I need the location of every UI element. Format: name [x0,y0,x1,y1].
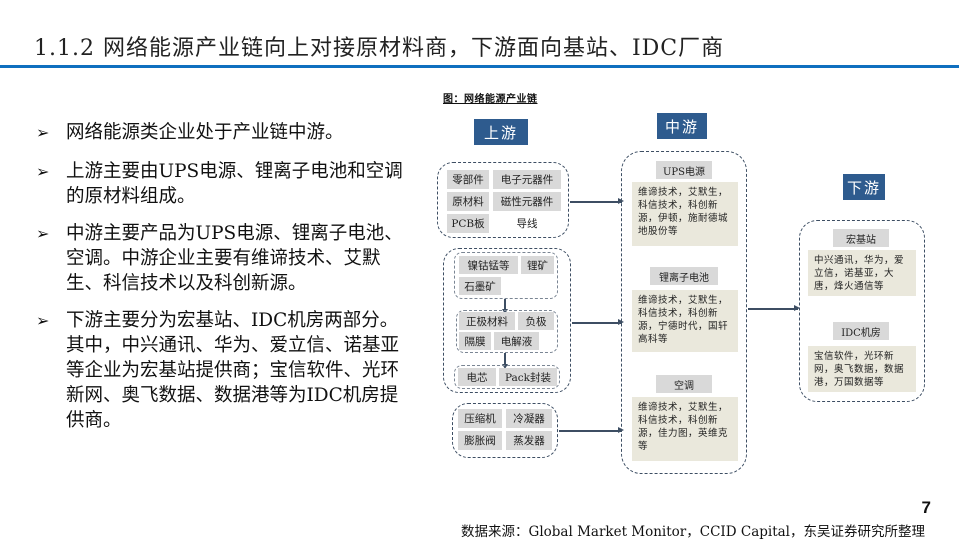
customer-type: 宏基站 [833,229,889,247]
component-chip: 电解液 [494,332,539,350]
component-chip: Pack封装 [499,368,557,386]
component-chip: 锂矿 [521,256,554,274]
raw-materials-group [454,252,558,299]
component-chip: 冷凝器 [506,409,552,428]
bullet-text: 网络能源类企业处于产业链中游。 [66,122,344,143]
product-companies: 维谛技术，艾默生，科信技术，科创新源，宁德时代，国轩高科等 [632,290,738,352]
product-companies: 维谛技术，艾默生，科信技术，科创新源，佳力图，英维克等 [632,397,738,461]
bullet-text: 中游主要产品为UPS电源、锂离子电池、空调。中游企业主要有维谛技术、艾默生、科信… [66,223,403,294]
bullet-list: ➢ 网络能源类企业处于产业链中游。 ➢ 上游主要由UPS电源、锂离子电池和空调的… [36,120,416,445]
connector-line [559,430,622,432]
connector-line [570,201,622,203]
component-chip: 电芯 [458,368,496,386]
arrow-bullet-icon: ➢ [36,311,50,330]
bullet-item: ➢ 上游主要由UPS电源、锂离子电池和空调的原材料组成。 [36,159,416,209]
arrow-bullet-icon: ➢ [36,123,50,142]
title-divider [0,65,959,68]
battery-materials-group [456,310,558,353]
component-chip: 压缩机 [458,409,502,428]
connector-line [504,353,506,365]
component-chip: 石墨矿 [459,277,501,295]
upstream-label: 上游 [474,119,528,145]
product-name: 锂离子电池 [650,267,718,285]
upstream-ac-group [452,403,558,458]
component-chip: 膨胀阀 [458,431,502,450]
page-number: 7 [921,498,931,517]
product-name: 空调 [656,375,712,393]
customer-companies: 宝信软件，光环新网，奥飞数据，数据港，万国数据等 [808,346,916,392]
downstream-label: 下游 [843,174,885,200]
cell-group [454,365,560,389]
bullet-item: ➢ 网络能源类企业处于产业链中游。 [36,120,416,145]
product-companies: 维谛技术，艾默生，科信技术，科创新源，伊顿，施耐德城地股份等 [632,182,738,246]
component-chip: 正极材料 [459,312,515,330]
figure-caption: 图：网络能源产业链 [443,94,538,105]
bullet-text: 上游主要由UPS电源、锂离子电池和空调的原材料组成。 [66,161,403,207]
component-chip: 电子元器件 [493,170,561,189]
arrow-bullet-icon: ➢ [36,224,50,243]
component-chip: 隔膜 [459,332,491,350]
connector-line [504,299,506,311]
component-chip: 原材料 [447,192,489,211]
component-chip: 镍钴锰等 [459,256,518,274]
midstream-label: 中游 [657,113,707,139]
arrow-right-icon [794,305,800,311]
arrow-bullet-icon: ➢ [36,162,50,181]
upstream-battery-group [443,248,571,393]
component-chip: 蒸发器 [506,431,552,450]
component-chip: 负极 [518,312,554,330]
component-chip: 导线 [516,218,538,230]
bullet-text: 下游主要分为宏基站、IDC机房两部分。其中，中兴通讯、华为、爱立信、诺基亚等企业… [66,310,400,431]
bullet-item: ➢ 中游主要产品为UPS电源、锂离子电池、空调。中游企业主要有维谛技术、艾默生、… [36,221,416,296]
connector-line [572,322,622,324]
slide-title: 1.1.2 网络能源产业链向上对接原材料商，下游面向基站、IDC厂商 [34,36,725,61]
arrow-down-icon [502,309,508,314]
component-chip: PCB板 [447,214,489,233]
data-source: 数据来源：Global Market Monitor，CCID Capital，… [461,524,925,539]
midstream-group [621,151,747,474]
component-chip: 零部件 [447,170,489,189]
arrow-down-icon [502,364,508,369]
downstream-group [799,220,925,402]
product-name: UPS电源 [656,161,712,179]
connector-line [748,308,798,310]
bullet-item: ➢ 下游主要分为宏基站、IDC机房两部分。其中，中兴通讯、华为、爱立信、诺基亚等… [36,308,416,433]
customer-type: IDC机房 [833,322,889,340]
component-chip: 磁性元器件 [493,192,561,211]
upstream-ups-group [437,162,569,238]
customer-companies: 中兴通讯，华为，爱立信，诺基亚，大唐，烽火通信等 [808,250,916,296]
